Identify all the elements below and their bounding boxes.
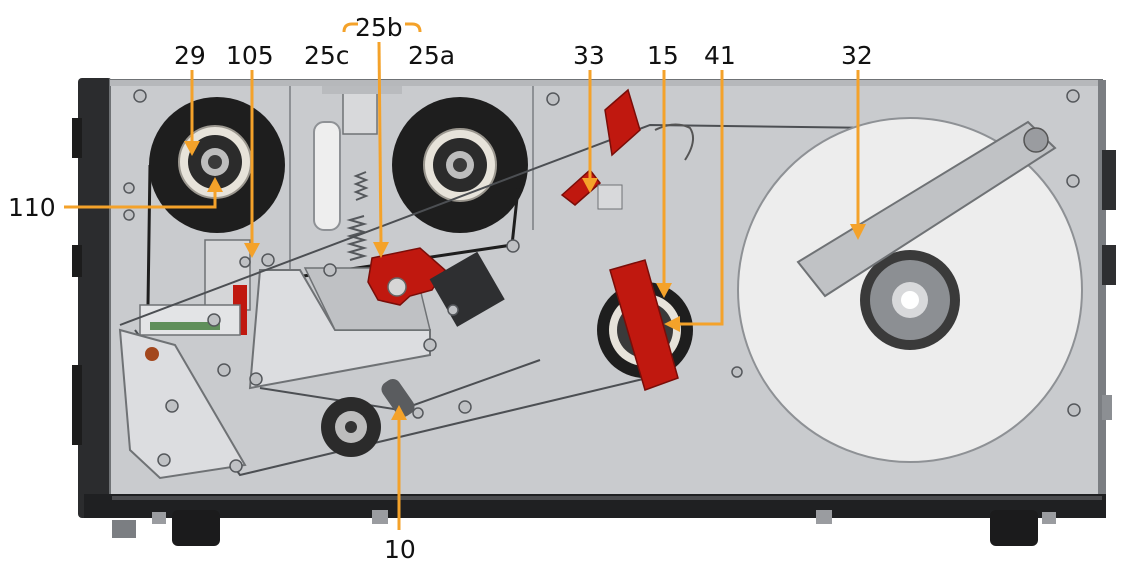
label-29: 29: [174, 41, 206, 70]
label-110: 110: [8, 193, 56, 222]
ribbon-supply-roll: [149, 97, 285, 233]
left-frame-clip-top: [72, 118, 82, 158]
callout-arrow-32: [850, 224, 866, 240]
callout-brace-25b: [342, 22, 422, 33]
callout-line-41: [678, 70, 724, 326]
ribbon-tension-lever: [367, 247, 446, 306]
ribbon-takeup-roll: [392, 97, 528, 233]
roller-guide: [381, 379, 415, 417]
callout-arrow-41: [664, 316, 680, 332]
bottom-screw-1: [372, 510, 388, 524]
callout-arrow-110: [207, 177, 223, 192]
callout-line-110: [64, 190, 217, 209]
right-connector-1: [1102, 150, 1116, 210]
rewind-clamp: [609, 259, 679, 391]
left-pivot-bracket: [118, 328, 247, 480]
callout-arrow-25b: [373, 242, 389, 258]
foot-left: [172, 510, 220, 546]
foot-right: [990, 510, 1038, 546]
left-frame-clip-mid: [72, 245, 82, 277]
tension-spring-assembly: [322, 86, 402, 261]
callout-arrow-29: [184, 141, 200, 156]
callout-arrow-33: [582, 178, 598, 193]
callout-arrow-10: [391, 405, 407, 420]
label-105: 105: [226, 41, 274, 70]
label-33: 33: [573, 41, 605, 70]
callout-lines: [64, 22, 866, 530]
label-supply-roll: [737, 117, 1083, 463]
callout-line-25b: [377, 41, 383, 245]
right-connector-2: [1102, 245, 1116, 285]
left-side-frame: [78, 78, 112, 518]
label-41: 41: [704, 41, 736, 70]
label-25b: 25b: [355, 13, 403, 42]
left-frame-clip-low: [72, 365, 82, 445]
plate-screws: [123, 89, 1081, 473]
right-connector-3: [1102, 395, 1112, 420]
label-roll-arm: [796, 120, 1057, 298]
print-head-assembly: [139, 239, 431, 390]
bottom-screw-2: [816, 510, 832, 524]
print-roller: [321, 397, 381, 457]
guide-slot: [313, 121, 341, 231]
part-labels: 29 105 25c 25b 25a 33 15 41 32 110 10: [8, 13, 873, 564]
plate-top-edge: [110, 80, 1102, 86]
label-32: 32: [841, 41, 873, 70]
label-25a: 25a: [408, 41, 455, 70]
bottom-screw-4: [1042, 512, 1056, 524]
right-edge-frame: [1098, 80, 1106, 500]
bottom-left-bracket: [112, 520, 136, 538]
label-15: 15: [647, 41, 679, 70]
callout-arrow-105: [244, 243, 260, 258]
rewind-hub: [597, 259, 693, 391]
label-10: 10: [384, 535, 416, 564]
label-25c: 25c: [304, 41, 350, 70]
bottom-screw-3: [152, 512, 166, 524]
callout-arrow-15: [656, 283, 672, 298]
bottom-rail-highlight: [112, 496, 1102, 500]
